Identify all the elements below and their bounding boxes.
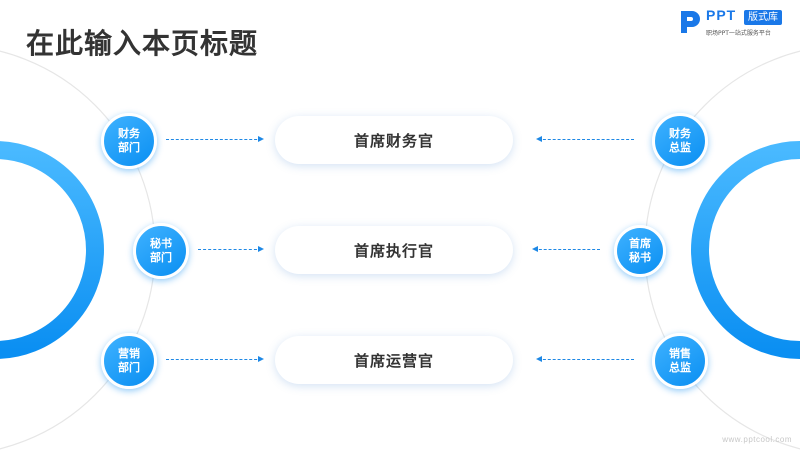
left-outer-arc <box>0 50 156 450</box>
node-label: 部门 <box>118 141 140 154</box>
brand-name: PPT <box>706 7 737 23</box>
node-label: 营销 <box>118 347 140 360</box>
left-node-secretary-dept: 秘书 部门 <box>133 223 189 279</box>
brand-logo-icon <box>681 11 700 33</box>
node-label: 秘书 <box>150 237 172 250</box>
brand-logo: PPT 版式库 职场PPT一站式服务平台 <box>678 7 794 39</box>
page-title: 在此输入本页标题 <box>26 27 259 60</box>
right-node-chief-secretary: 首席 秘书 <box>614 225 666 277</box>
center-card-coo: 首席运营官 <box>275 336 513 384</box>
right-node-finance-director: 财务 总监 <box>652 113 708 169</box>
arrow-right-to-center-1 <box>536 136 634 142</box>
arrow-left-to-center-3 <box>166 356 264 362</box>
node-label: 销售 <box>669 347 691 360</box>
brand-badge: 版式库 <box>744 10 782 25</box>
arrow-left-to-center-2 <box>198 246 264 252</box>
arrow-right-to-center-3 <box>536 356 634 362</box>
arrow-right-to-center-2 <box>532 246 600 252</box>
node-label: 部门 <box>150 251 172 264</box>
footer-watermark: www.pptcool.com <box>722 435 792 444</box>
left-ring <box>0 141 104 359</box>
arrow-left-to-center-1 <box>166 136 264 142</box>
node-label: 部门 <box>118 361 140 374</box>
right-ring <box>691 141 800 359</box>
brand-slogan: 职场PPT一站式服务平台 <box>706 30 771 37</box>
node-label: 秘书 <box>629 251 651 264</box>
left-node-marketing-dept: 营销 部门 <box>101 333 157 389</box>
left-node-finance-dept: 财务 部门 <box>101 113 157 169</box>
node-label: 首席 <box>629 237 651 250</box>
node-label: 总监 <box>669 361 691 374</box>
right-outer-arc <box>644 50 800 450</box>
center-card-cfo: 首席财务官 <box>275 116 513 164</box>
center-card-ceo: 首席执行官 <box>275 226 513 274</box>
node-label: 财务 <box>669 127 691 140</box>
node-label: 总监 <box>669 141 691 154</box>
node-label: 财务 <box>118 127 140 140</box>
right-node-sales-director: 销售 总监 <box>652 333 708 389</box>
